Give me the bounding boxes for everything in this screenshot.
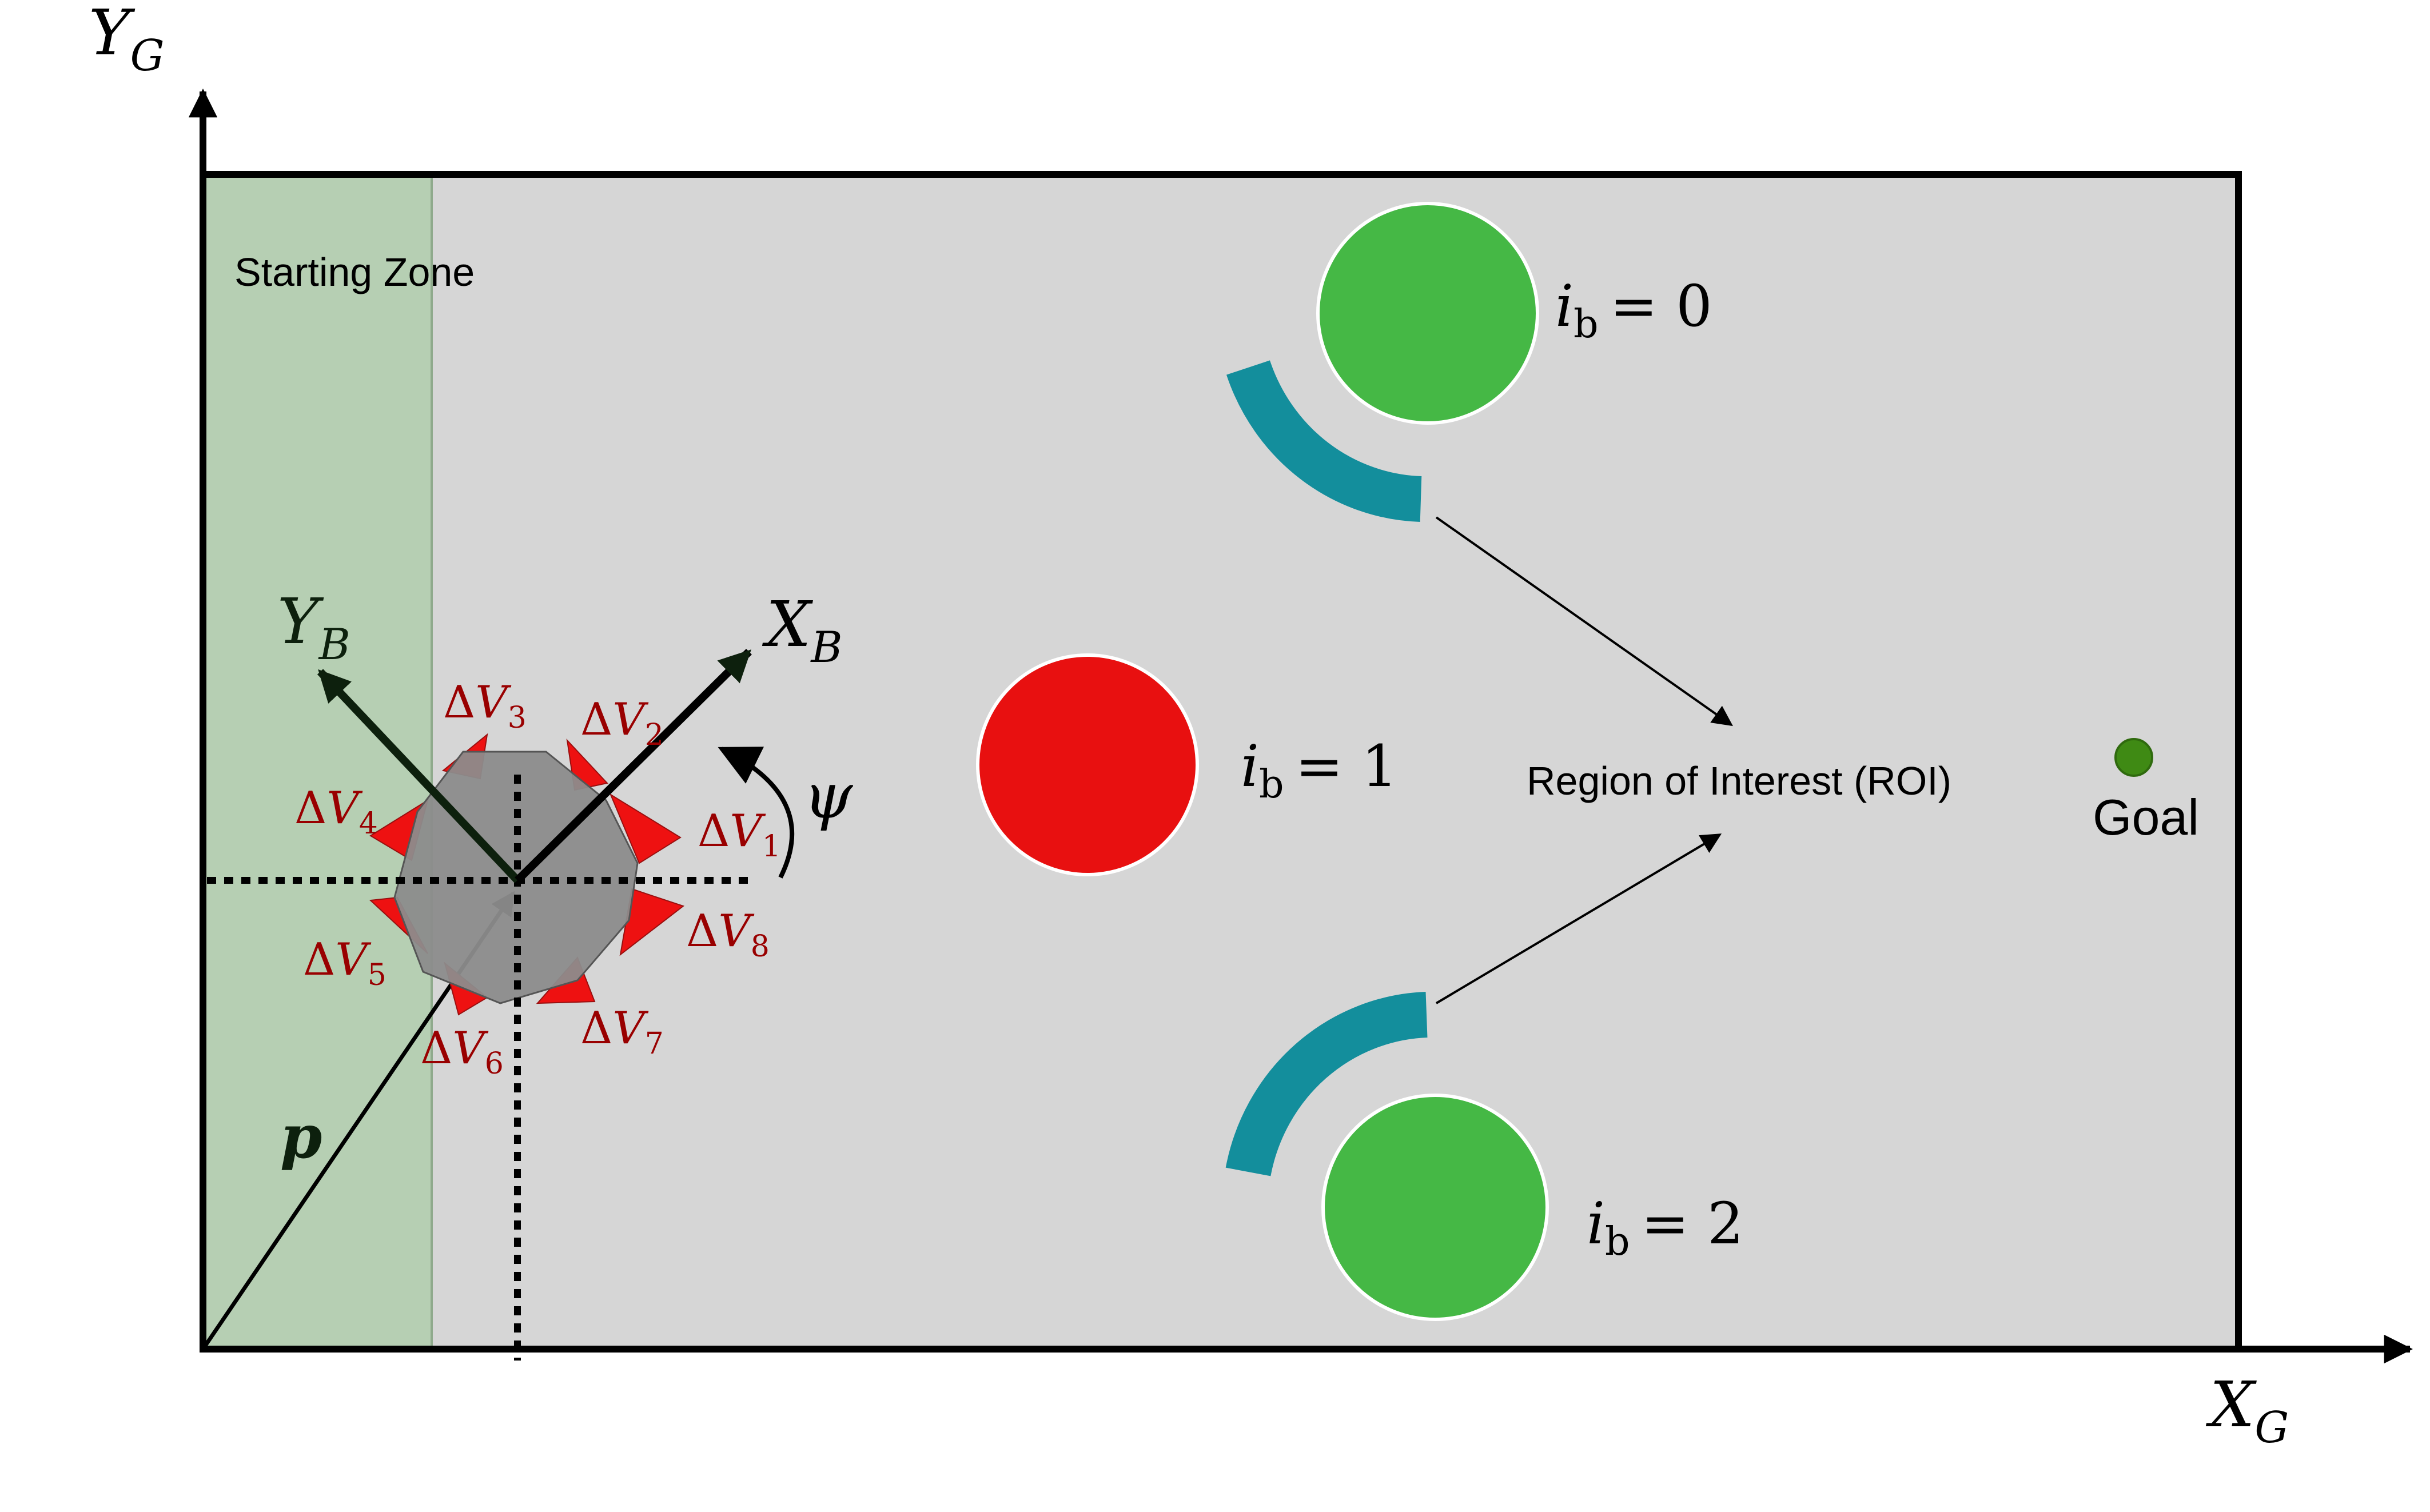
thruster-label-7: ΔV7 — [580, 1003, 664, 1061]
thruster-label-3-delta: Δ — [443, 677, 475, 728]
position-vector-label: p — [280, 1101, 322, 1172]
thruster-1 — [609, 793, 682, 864]
thruster-label-5-delta: Δ — [303, 934, 335, 986]
thruster-label-2-symbol: V — [612, 694, 648, 745]
thruster-label-1-delta: Δ — [698, 805, 730, 857]
obstacle-green-top — [1316, 202, 1539, 425]
thruster-label-7-delta: Δ — [580, 1003, 612, 1054]
thruster-label-6-delta: Δ — [420, 1023, 452, 1074]
obstacle-label-2-var: i — [1587, 1190, 1605, 1257]
roi-arrow-bottom — [1435, 833, 1722, 1004]
thruster-label-5-symbol: V — [335, 934, 371, 986]
obstacle-arc-bottom — [1225, 992, 1428, 1176]
thruster-label-8-symbol: V — [718, 905, 754, 957]
obstacle-green-bottom — [1321, 1094, 1549, 1321]
obstacle-label-0-var: i — [1555, 273, 1573, 340]
body-y-symbol: Y — [277, 585, 324, 658]
obstacle-label-0: ib= 0 — [1555, 273, 1712, 347]
body-x-axis — [515, 649, 752, 883]
thruster-label-6: ΔV6 — [420, 1023, 504, 1081]
obstacle-label-0-eq: = 0 — [1610, 273, 1712, 340]
obstacle-label-1-var: i — [1241, 733, 1259, 800]
goal-marker — [2114, 738, 2153, 777]
body-y-subscript: B — [318, 619, 350, 669]
roi-arrow-top — [1435, 516, 1733, 727]
thruster-label-2-index: 2 — [645, 718, 664, 752]
global-x-symbol: X — [2205, 1368, 2257, 1441]
obstacle-label-1-sub: b — [1259, 762, 1284, 807]
global-x-axis-label: XG — [2205, 1368, 2289, 1453]
rotation-angle-label: ψ — [803, 759, 854, 832]
thruster-label-4-delta: Δ — [294, 783, 326, 834]
thruster-label-7-index: 7 — [645, 1027, 664, 1061]
body-x-symbol: X — [762, 588, 813, 661]
thruster-label-6-symbol: V — [452, 1023, 488, 1074]
thruster-label-5-index: 5 — [368, 958, 387, 992]
thruster-label-4-index: 4 — [359, 807, 378, 841]
obstacle-label-2: ib = 2 — [1587, 1190, 1744, 1264]
obstacle-label-2-sub: b — [1605, 1219, 1630, 1264]
thruster-label-1: ΔV1 — [698, 805, 781, 864]
thruster-label-4: ΔV4 — [294, 783, 378, 841]
obstacle-label-0-sub: b — [1573, 302, 1599, 347]
goal-label: Goal — [2093, 789, 2199, 845]
rotation-arrow — [718, 747, 795, 879]
body-y-axis-label: YB — [277, 585, 350, 669]
thruster-label-2-delta: Δ — [580, 694, 612, 745]
thruster-label-2: ΔV2 — [580, 694, 664, 752]
global-y-symbol: Y — [89, 0, 136, 69]
starting-zone-label: Starting Zone — [234, 250, 475, 294]
thruster-label-3: ΔV3 — [443, 677, 527, 735]
thruster-label-8-index: 8 — [751, 929, 770, 964]
obstacle-label-1-eq: = 1 — [1296, 733, 1398, 800]
roi-label: Region of Interest (ROI) — [1527, 759, 1951, 803]
thruster-label-8: ΔV8 — [686, 905, 770, 964]
thruster-labels: ΔV1 ΔV2 ΔV3 ΔV4 ΔV5 ΔV6 ΔV7 ΔV8 — [294, 677, 781, 1081]
thruster-label-1-symbol: V — [730, 805, 766, 857]
body-x-axis-label: XB — [762, 588, 842, 672]
obstacle-arc-top — [1226, 360, 1422, 522]
global-x-subscript: G — [2254, 1402, 2289, 1453]
body-y-axis — [317, 669, 521, 883]
obstacle-label-2-eq: = 2 — [1642, 1190, 1744, 1257]
thruster-label-7-symbol: V — [612, 1003, 648, 1054]
thruster-label-8-delta: Δ — [686, 905, 718, 957]
thruster-label-3-symbol: V — [475, 677, 511, 728]
global-y-subscript: G — [130, 30, 165, 81]
thruster-label-5: ΔV5 — [303, 934, 387, 992]
global-y-axis-label: YG — [89, 0, 165, 81]
body-x-subscript: B — [810, 622, 842, 672]
thruster-label-6-index: 6 — [485, 1047, 504, 1081]
thruster-label-3-index: 3 — [508, 701, 527, 735]
obstacle-label-1: ib = 1 — [1241, 733, 1398, 807]
obstacle-red-middle — [976, 653, 1199, 876]
thruster-label-4-symbol: V — [326, 783, 362, 834]
thruster-label-1-index: 1 — [762, 829, 781, 864]
starting-zone — [203, 174, 432, 1349]
